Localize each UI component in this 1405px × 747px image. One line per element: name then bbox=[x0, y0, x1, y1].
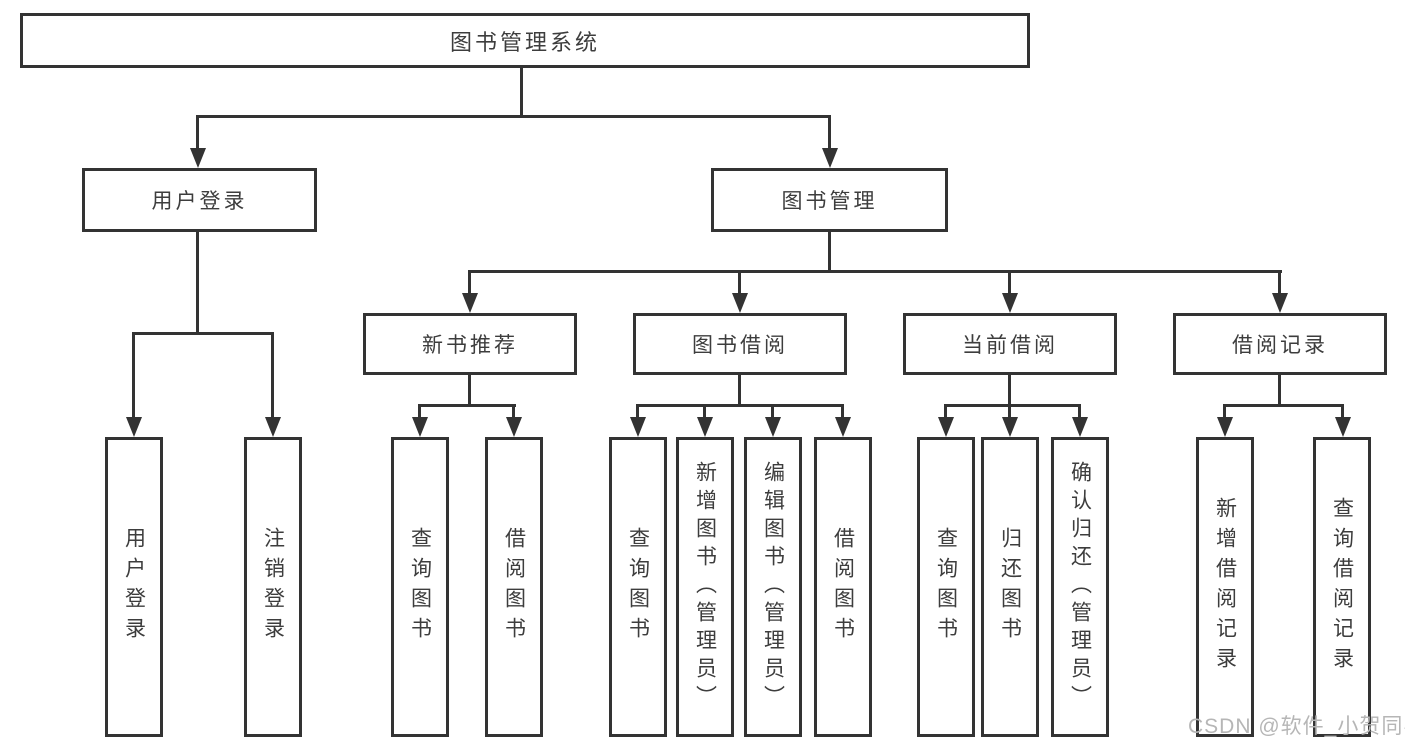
connector-level2-rail bbox=[196, 115, 831, 118]
leaf-query-books-current: 查询图书 bbox=[917, 437, 975, 737]
connector-leaf-drop bbox=[271, 332, 274, 419]
arrow-down-icon bbox=[732, 293, 748, 313]
connector-rail bbox=[1223, 404, 1344, 407]
connector-leaf-drop bbox=[703, 404, 706, 419]
connector-leaf-drop bbox=[132, 332, 135, 419]
arrow-down-icon bbox=[1072, 417, 1088, 437]
node-book-borrow: 图书借阅 bbox=[633, 313, 847, 375]
connector-stem bbox=[738, 375, 741, 407]
arrow-down-icon bbox=[190, 148, 206, 168]
connector-level3-drop bbox=[1008, 270, 1011, 295]
connector-mgmt-branch-stem bbox=[828, 232, 831, 272]
arrow-down-icon bbox=[1335, 417, 1351, 437]
leaf-logout: 注销登录 bbox=[244, 437, 302, 737]
node-current-borrow: 当前借阅 bbox=[903, 313, 1117, 375]
csdn-watermark: CSDN @软件_小贺同学 bbox=[1188, 715, 1405, 738]
leaf-add-borrow-record: 新增借阅记录 bbox=[1196, 437, 1254, 737]
arrow-down-icon bbox=[630, 417, 646, 437]
connector-root-stem bbox=[520, 68, 523, 117]
connector-book-mgmt-drop bbox=[828, 115, 831, 150]
connector-level3-rail bbox=[468, 270, 1282, 273]
arrow-down-icon bbox=[1002, 293, 1018, 313]
node-new-book-recommend: 新书推荐 bbox=[363, 313, 577, 375]
connector-level3-drop bbox=[468, 270, 471, 295]
connector-user-branch-rail bbox=[132, 332, 274, 335]
arrow-down-icon bbox=[1272, 293, 1288, 313]
connector-leaf-drop bbox=[1008, 404, 1011, 419]
connector-leaf-drop bbox=[944, 404, 947, 419]
leaf-add-book-admin: 新增图书（管理员） bbox=[676, 437, 734, 737]
connector-level3-drop bbox=[738, 270, 741, 295]
connector-leaf-drop bbox=[1078, 404, 1081, 419]
arrow-down-icon bbox=[462, 293, 478, 313]
leaf-borrow-books-recommend: 借阅图书 bbox=[485, 437, 543, 737]
connector-leaf-drop bbox=[636, 404, 639, 419]
arrow-down-icon bbox=[412, 417, 428, 437]
connector-stem bbox=[1278, 375, 1281, 407]
leaf-user-login: 用户登录 bbox=[105, 437, 163, 737]
leaf-query-books-borrow: 查询图书 bbox=[609, 437, 667, 737]
node-library-system: 图书管理系统 bbox=[20, 13, 1030, 68]
arrow-down-icon bbox=[1217, 417, 1233, 437]
leaf-query-borrow-record: 查询借阅记录 bbox=[1313, 437, 1371, 737]
leaf-confirm-return-admin: 确认归还（管理员） bbox=[1051, 437, 1109, 737]
connector-rail bbox=[418, 404, 516, 407]
connector-level3-drop bbox=[1278, 270, 1281, 295]
connector-leaf-drop bbox=[771, 404, 774, 419]
connector-user-branch-stem bbox=[196, 232, 199, 335]
arrow-down-icon bbox=[765, 417, 781, 437]
node-book-management: 图书管理 bbox=[711, 168, 948, 232]
arrow-down-icon bbox=[822, 148, 838, 168]
connector-leaf-drop bbox=[841, 404, 844, 419]
node-borrow-records: 借阅记录 bbox=[1173, 313, 1387, 375]
leaf-return-book: 归还图书 bbox=[981, 437, 1039, 737]
connector-stem bbox=[1008, 375, 1011, 407]
leaf-edit-book-admin: 编辑图书（管理员） bbox=[744, 437, 802, 737]
arrow-down-icon bbox=[697, 417, 713, 437]
connector-leaf-drop bbox=[1223, 404, 1226, 419]
arrow-down-icon bbox=[938, 417, 954, 437]
leaf-query-books-recommend: 查询图书 bbox=[391, 437, 449, 737]
connector-rail bbox=[944, 404, 1081, 407]
leaf-borrow-books: 借阅图书 bbox=[814, 437, 872, 737]
connector-leaf-drop bbox=[418, 404, 421, 419]
connector-leaf-drop bbox=[512, 404, 515, 419]
connector-user-login-drop bbox=[196, 115, 199, 150]
arrow-down-icon bbox=[126, 417, 142, 437]
arrow-down-icon bbox=[835, 417, 851, 437]
connector-rail bbox=[636, 404, 844, 407]
node-user-login: 用户登录 bbox=[82, 168, 317, 232]
connector-leaf-drop bbox=[1341, 404, 1344, 419]
arrow-down-icon bbox=[265, 417, 281, 437]
arrow-down-icon bbox=[506, 417, 522, 437]
connector-stem bbox=[468, 375, 471, 407]
arrow-down-icon bbox=[1002, 417, 1018, 437]
